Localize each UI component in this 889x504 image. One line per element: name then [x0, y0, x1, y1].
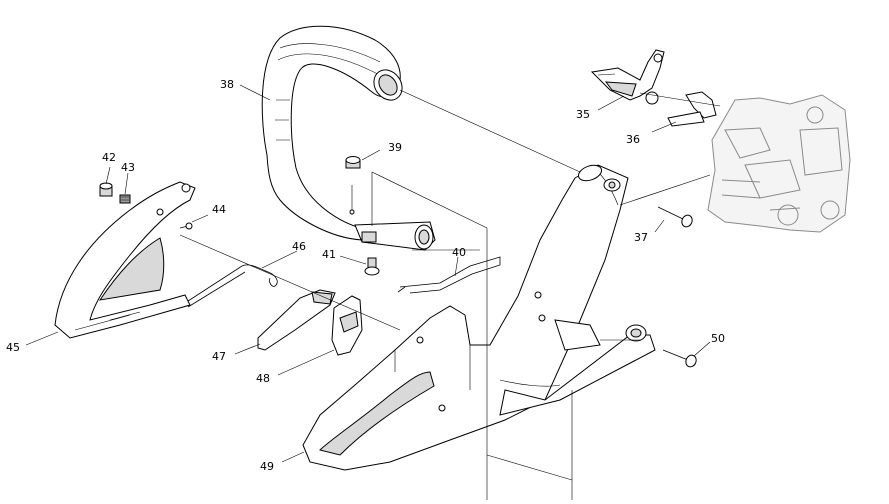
rear-cover-45 [54, 181, 196, 339]
bushing-42 [99, 182, 113, 197]
callout-42: 42 [102, 151, 116, 164]
callout-45: 45 [6, 341, 20, 354]
callout-41: 41 [322, 248, 336, 261]
grommet-39 [345, 156, 361, 169]
callout-35: 35 [576, 108, 590, 121]
top-handle-bar [261, 25, 436, 251]
callout-46: 46 [292, 240, 306, 253]
callout-40: 40 [452, 246, 466, 259]
callout-47: 47 [212, 350, 226, 363]
bolt-37 [657, 206, 693, 228]
trigger-cover-47 [257, 289, 336, 351]
wire-46 [184, 264, 278, 308]
callout-38: 38 [220, 78, 234, 91]
callout-44: 44 [212, 203, 226, 216]
alignment-lines [179, 89, 721, 500]
engine-housing [707, 94, 851, 233]
spring-clip-36 [667, 91, 717, 127]
screw-41 [364, 257, 380, 276]
throttle-rod-40 [397, 256, 501, 294]
throttle-trigger-35 [590, 49, 665, 105]
leader-lines [25, 84, 711, 463]
bolt-50 [662, 349, 697, 368]
trigger-lockout-48 [331, 295, 363, 356]
callout-48: 48 [256, 372, 270, 385]
callout-37: 37 [634, 231, 648, 244]
spring-43 [119, 194, 131, 204]
callout-43: 43 [121, 161, 135, 174]
callout-39: 39 [388, 141, 402, 154]
front-handle-frame-49 [302, 164, 656, 471]
callout-49: 49 [260, 460, 274, 473]
callout-50: 50 [711, 332, 725, 345]
screw-44 [179, 222, 193, 230]
callout-36: 36 [626, 133, 640, 146]
callout-labels: 38 39 35 36 37 40 41 42 43 44 45 46 47 4… [6, 78, 725, 473]
